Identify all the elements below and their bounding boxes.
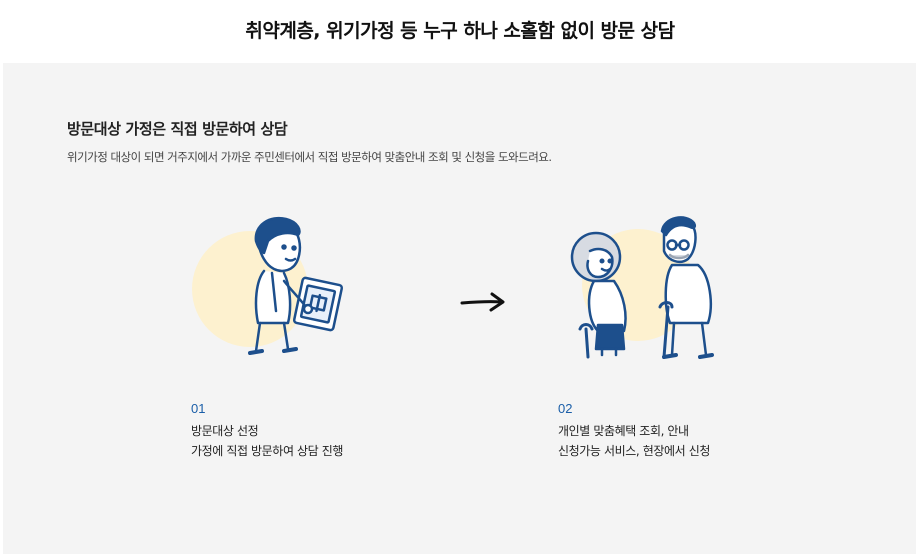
step-line-2: 가정에 직접 방문하여 상담 진행 bbox=[191, 444, 343, 458]
arrow-right-icon bbox=[458, 288, 508, 316]
section-description: 위기가정 대상이 되면 거주지에서 가까운 주민센터에서 직접 방문하여 맞춤안… bbox=[67, 150, 552, 164]
section-title: 방문대상 가정은 직접 방문하여 상담 bbox=[67, 120, 288, 138]
content-panel: 방문대상 가정은 직접 방문하여 상담 위기가정 대상이 되면 거주지에서 가까… bbox=[3, 63, 916, 554]
social-worker-with-tablet-icon bbox=[188, 211, 348, 361]
step-description: 방문대상 선정 가정에 직접 방문하여 상담 진행 bbox=[191, 421, 343, 461]
elderly-couple-icon bbox=[568, 211, 743, 361]
step-number: 02 bbox=[558, 401, 573, 416]
step-line-1: 방문대상 선정 bbox=[191, 424, 259, 438]
step-line-1: 개인별 맞춤혜택 조회, 안내 bbox=[558, 424, 689, 438]
page-title: 취약계층, 위기가정 등 누구 하나 소홀함 없이 방문 상담 bbox=[245, 20, 675, 42]
step-line-2: 신청가능 서비스, 현장에서 신청 bbox=[558, 444, 710, 458]
step-number: 01 bbox=[191, 401, 206, 416]
step-description: 개인별 맞춤혜택 조회, 안내 신청가능 서비스, 현장에서 신청 bbox=[558, 421, 710, 461]
